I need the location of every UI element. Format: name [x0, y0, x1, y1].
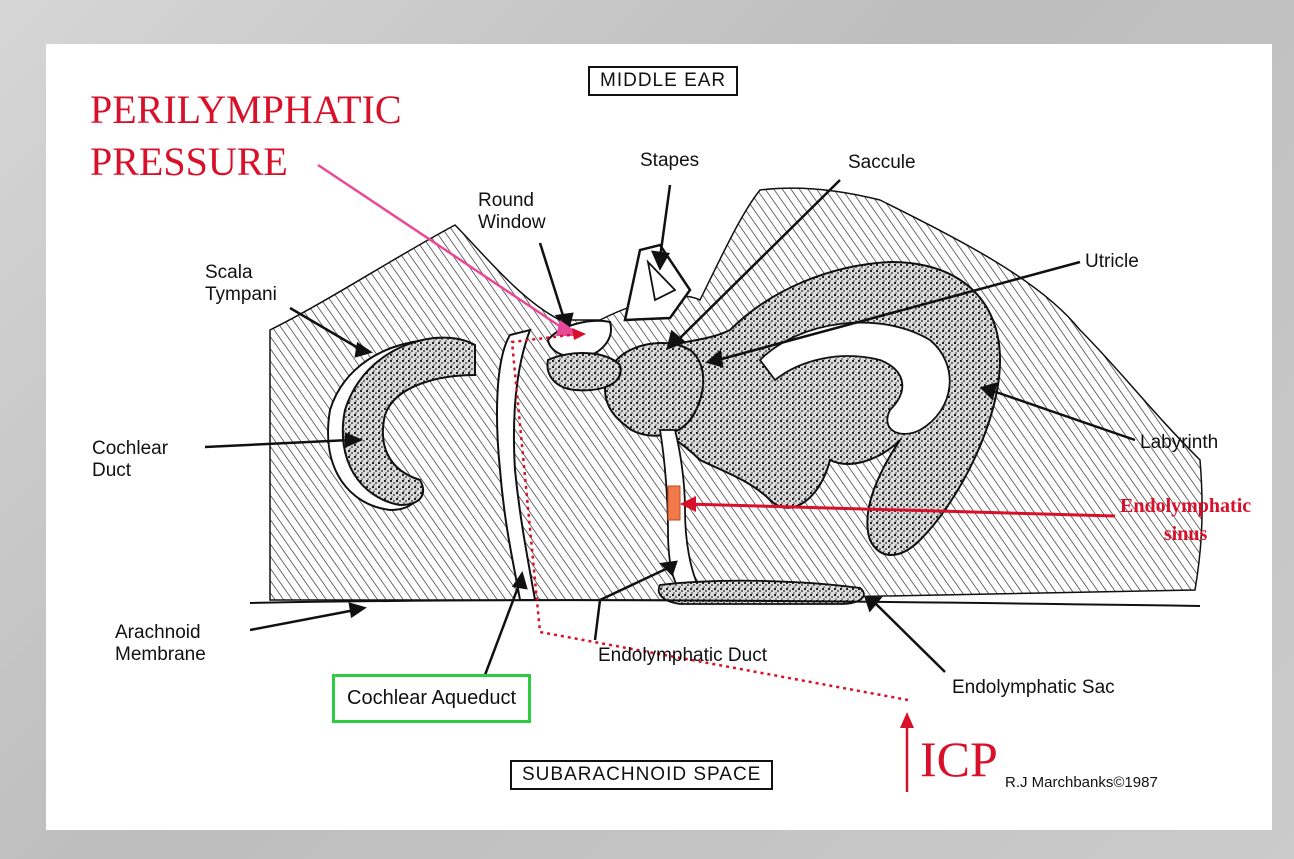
utricle-label: Utricle: [1085, 251, 1139, 273]
cochlear-duct-label: Cochlear Duct: [92, 438, 168, 482]
labyrinth-label: Labyrinth: [1140, 432, 1218, 454]
saccule-label: Saccule: [848, 152, 916, 174]
icp-arrow-head: [900, 712, 914, 728]
round-window-label: Round Window: [478, 190, 546, 234]
stapes-label: Stapes: [640, 150, 699, 172]
perilymphatic-label-line1: PERILYMPHATIC: [90, 86, 402, 133]
saccule-blob: [605, 343, 703, 436]
endolymphatic-sinus-label: Endolymphatic sinus: [1120, 492, 1251, 548]
promontory-shape: [547, 353, 620, 390]
endolymphatic-sinus-marker: [668, 486, 680, 520]
subarachnoid-space-box: SUBARACHNOID SPACE: [510, 760, 773, 790]
icp-label: ICP: [920, 730, 998, 788]
endolymphatic-sac-label: Endolymphatic Sac: [952, 677, 1115, 699]
perilymphatic-label-line2: PRESSURE: [90, 138, 288, 185]
middle-ear-title-box: MIDDLE EAR: [588, 66, 738, 96]
scala-tympani-label: Scala Tympani: [205, 262, 277, 306]
arachnoid-membrane-label: Arachnoid Membrane: [115, 622, 206, 666]
cochlear-aqueduct-box: Cochlear Aqueduct: [332, 674, 531, 723]
endolymphatic-duct-label: Endolymphatic Duct: [598, 645, 767, 667]
credit-label: R.J Marchbanks©1987: [1005, 772, 1158, 794]
